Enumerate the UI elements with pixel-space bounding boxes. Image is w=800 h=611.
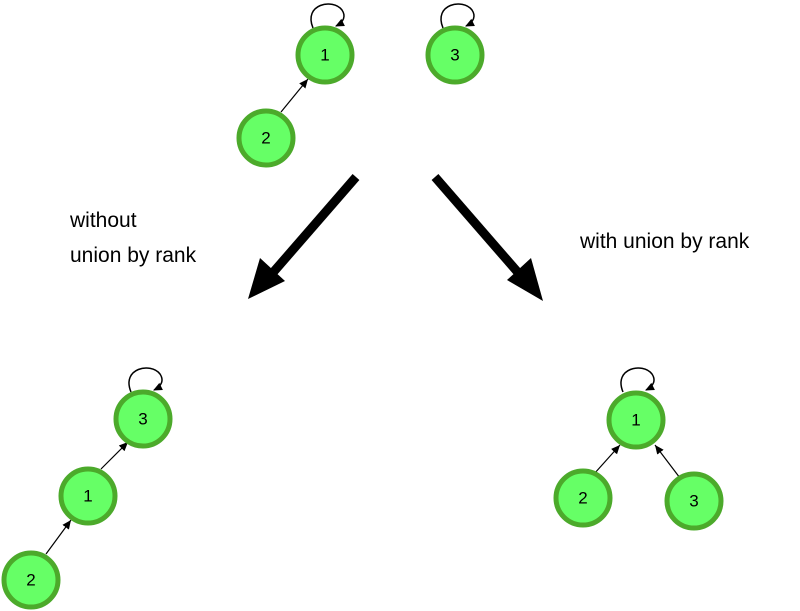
- node-left-3: 3: [113, 389, 173, 449]
- node-right-2: 2: [553, 468, 613, 528]
- node-top-3: 3: [425, 25, 485, 85]
- edge-left-1-to-3: [100, 441, 129, 470]
- node-label: 2: [261, 129, 270, 148]
- edge-right-3-to-1: [654, 444, 681, 479]
- node-label: 1: [83, 487, 92, 506]
- node-label: 1: [320, 46, 329, 65]
- node-label: 3: [450, 46, 459, 65]
- right-group: 1 2 3: [553, 367, 724, 531]
- node-left-1: 1: [58, 466, 118, 526]
- left-group: 3 1 2: [1, 367, 173, 610]
- caption-without-line2: union by rank: [70, 244, 197, 267]
- node-right-3: 3: [664, 471, 724, 531]
- transition-arrow-right: [431, 174, 543, 301]
- edge-left-2-to-1: [45, 519, 72, 555]
- node-label: 2: [26, 571, 35, 590]
- node-right-1: 1: [606, 390, 666, 450]
- node-left-2: 2: [1, 550, 61, 610]
- caption-with-union-by-rank: with union by rank: [579, 230, 750, 253]
- node-label: 3: [138, 410, 147, 429]
- node-top-1: 1: [295, 25, 355, 85]
- edge-right-2-to-1: [593, 444, 621, 475]
- self-loop-top-1: [310, 3, 345, 29]
- node-label: 2: [578, 489, 587, 508]
- caption-without-line1: without: [69, 209, 137, 232]
- self-loop-top-3: [440, 3, 475, 29]
- edge-top-2-to-1: [280, 78, 309, 113]
- transition-arrow-left: [248, 174, 360, 299]
- node-top-2: 2: [236, 108, 296, 168]
- self-loop-right-1: [620, 367, 655, 393]
- node-label: 3: [689, 492, 698, 511]
- top-group: 1 3 2: [236, 3, 485, 168]
- node-label: 1: [631, 411, 640, 430]
- self-loop-left-3: [128, 367, 163, 393]
